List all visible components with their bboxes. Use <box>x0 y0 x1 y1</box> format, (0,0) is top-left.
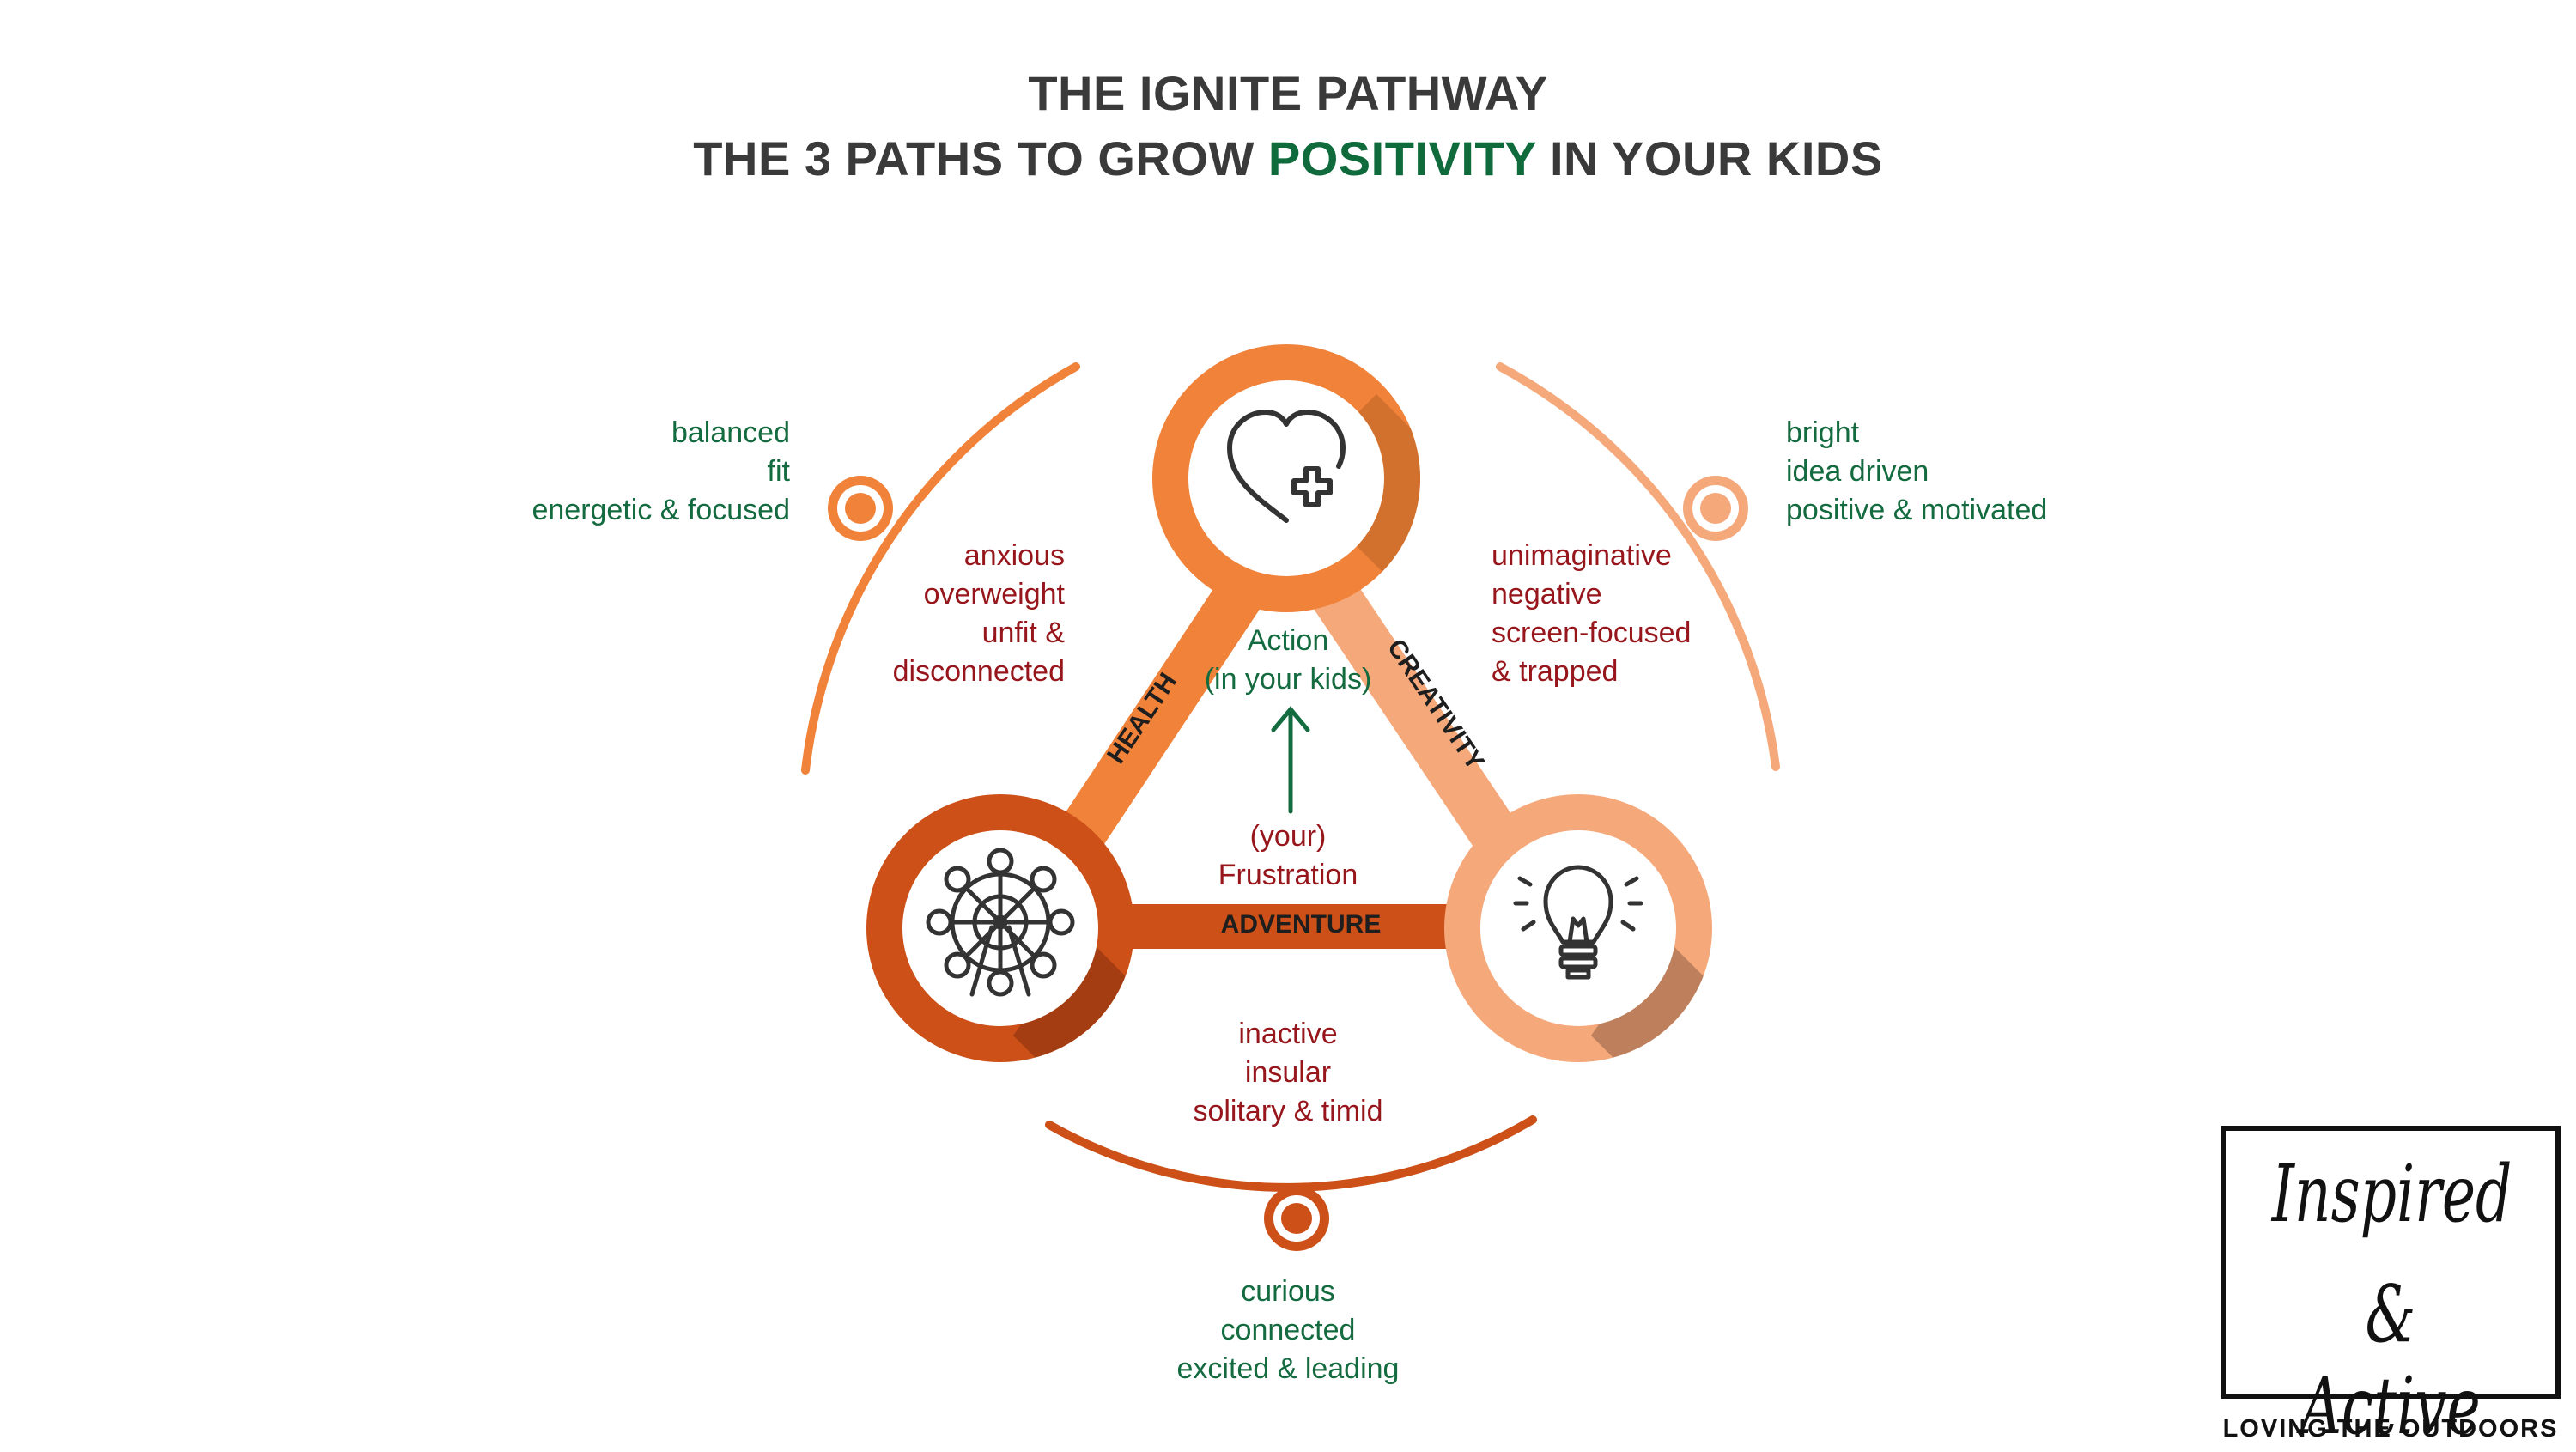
list-item: anxious <box>963 539 1065 572</box>
frustration-line: Frustration <box>1218 859 1358 891</box>
heart-plus-icon <box>1227 410 1346 523</box>
list-item: negative <box>1492 578 1602 611</box>
lightbulb-icon <box>1513 865 1643 980</box>
list-item: unfit & <box>981 617 1065 649</box>
adventure-path-bar <box>1082 904 1503 949</box>
up-arrow-icon <box>1271 706 1310 814</box>
list-item: positive & motivated <box>1786 494 2048 526</box>
list-item: connected <box>1220 1314 1356 1346</box>
title-line-1: THE IGNITE PATHWAY <box>1028 66 1548 120</box>
list-item: insular <box>1244 1056 1332 1089</box>
health-outer-arc <box>801 362 1080 775</box>
list-item: energetic & focused <box>532 494 790 526</box>
adventure-marker <box>1264 1186 1329 1251</box>
adventure-positive-list: curious connected excited & leading <box>1116 1273 1460 1388</box>
list-item: balanced <box>671 416 790 449</box>
list-item: unimaginative <box>1492 539 1672 572</box>
list-item: excited & leading <box>1176 1352 1400 1385</box>
action-line: Action <box>1247 624 1329 657</box>
creativity-positive-list: bright idea driven positive & motivated <box>1786 414 2147 530</box>
health-marker <box>828 476 893 541</box>
list-item: fit <box>767 455 790 488</box>
logo-line-2: & Active <box>2300 1268 2481 1452</box>
creativity-path-bar <box>1294 552 1533 873</box>
health-negative-list: anxious overweight unfit & disconnected <box>807 537 1065 691</box>
inspired-active-logo: Inspired & Active <box>2221 1126 2561 1452</box>
title-suffix: IN YOUR KIDS <box>1535 131 1883 185</box>
creativity-marker <box>1683 476 1748 541</box>
action-line: (in your kids) <box>1204 663 1372 696</box>
health-path-bar <box>1043 552 1279 873</box>
list-item: screen-focused <box>1492 617 1692 649</box>
action-label: Action (in your kids) <box>1202 622 1374 699</box>
list-item: solitary & timid <box>1193 1095 1383 1127</box>
list-item: & trapped <box>1492 655 1619 688</box>
title-line-2: THE 3 PATHS TO GROW POSITIVITY IN YOUR K… <box>0 131 2576 186</box>
list-item: curious <box>1241 1275 1335 1308</box>
frustration-line: (your) <box>1249 820 1327 853</box>
list-item: overweight <box>923 578 1065 611</box>
ferris-wheel-icon <box>926 848 1075 997</box>
list-item: idea driven <box>1786 455 1929 488</box>
list-item: inactive <box>1238 1018 1338 1050</box>
frustration-label: (your) Frustration <box>1202 817 1374 895</box>
adventure-negative-list: inactive insular solitary & timid <box>1116 1015 1460 1131</box>
list-item: bright <box>1786 416 1860 449</box>
list-item: disconnected <box>892 655 1065 688</box>
creativity-negative-list: unimaginative negative screen-focused & … <box>1492 537 1783 691</box>
logo-line-1: Inspired <box>2271 1148 2512 1240</box>
creativity-node <box>1444 794 1712 1062</box>
health-positive-list: balanced fit energetic & focused <box>481 414 790 530</box>
creativity-outer-arc <box>1496 362 1780 771</box>
adventure-path-label: ADVENTURE <box>1221 910 1382 939</box>
title-highlight: POSITIVITY <box>1267 131 1536 185</box>
logo-tagline: LOVING THE OUTDOORS <box>2222 1415 2559 1443</box>
title-prefix: THE 3 PATHS TO GROW <box>693 131 1268 185</box>
